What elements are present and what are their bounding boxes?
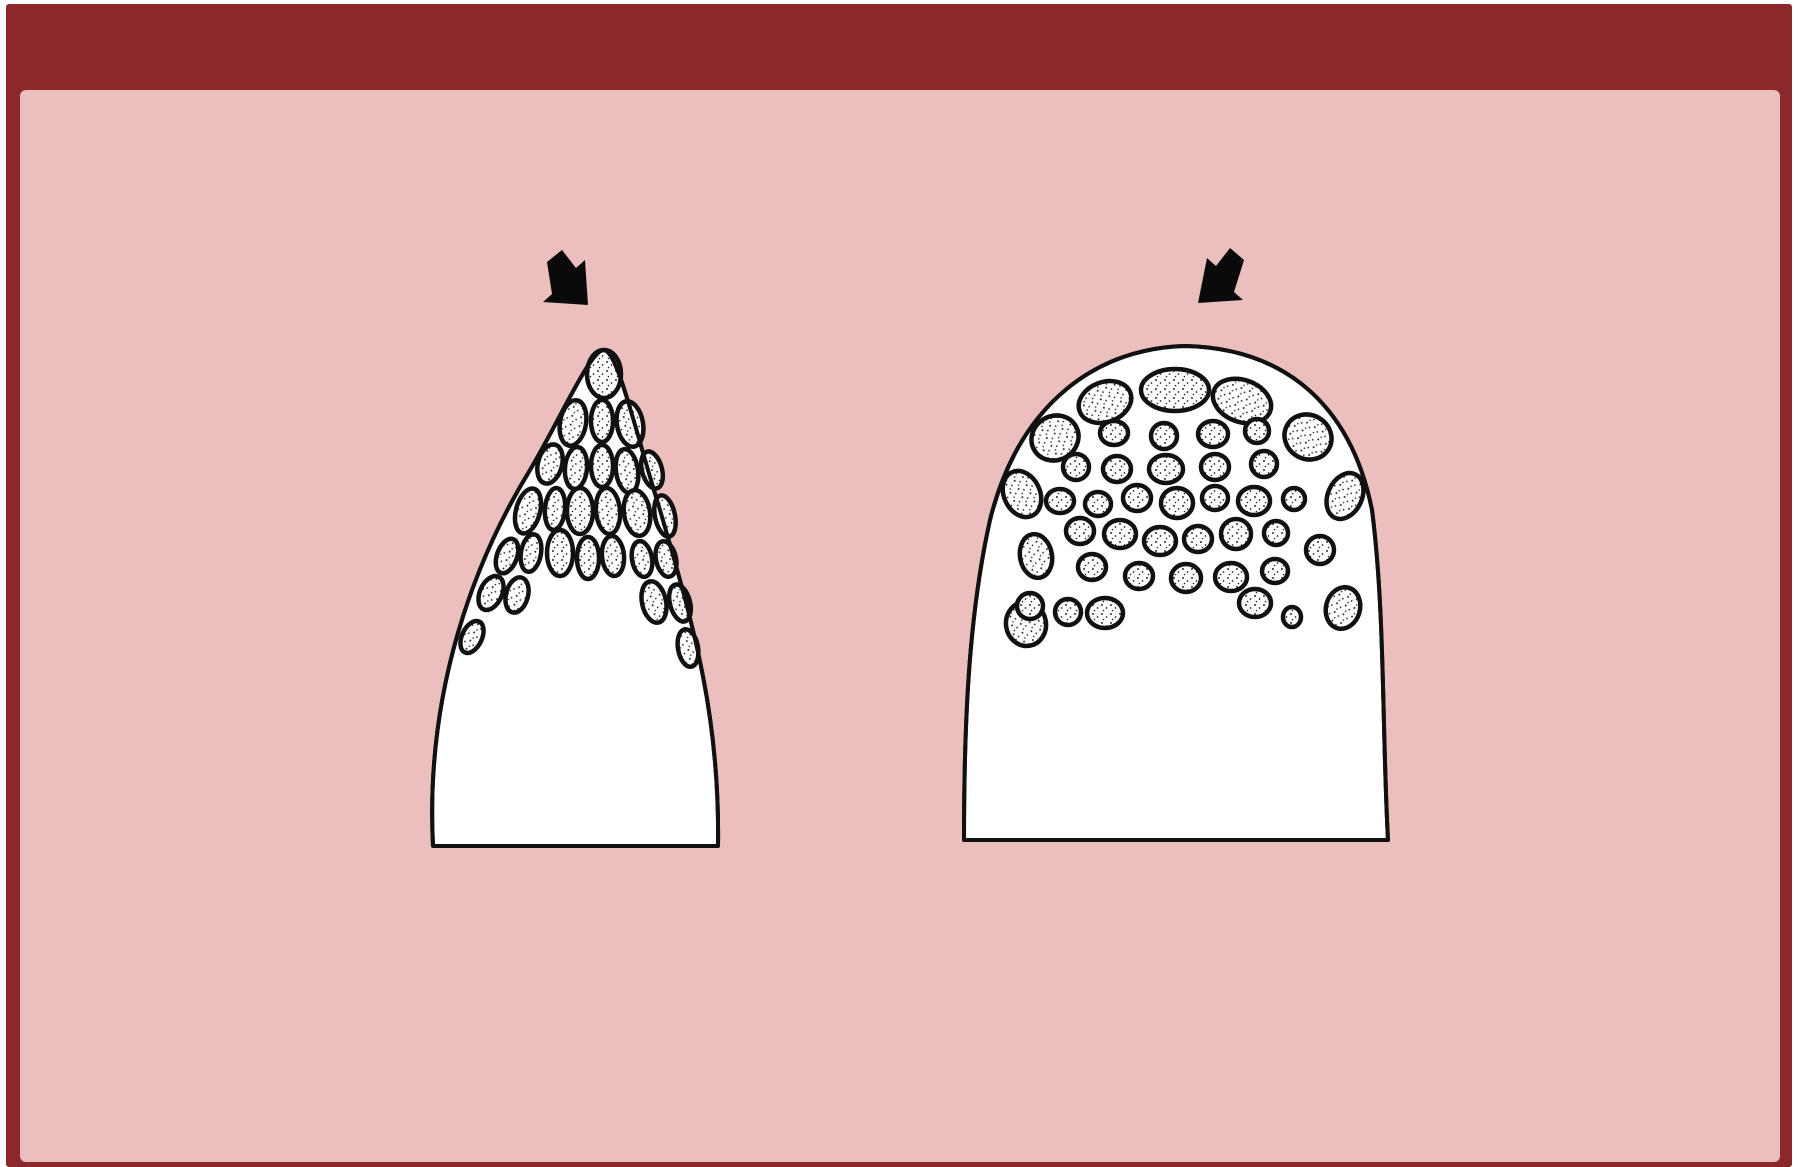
rounded-apex-cell (1063, 454, 1089, 480)
pointed-apex-cell (547, 530, 573, 576)
rounded-apex-cell (1100, 421, 1128, 445)
rounded-apex-cell (1141, 369, 1209, 411)
pointed-apex-cell (591, 445, 613, 487)
rounded-apex-cell (1283, 488, 1305, 510)
rounded-apex-cell (1202, 486, 1228, 510)
figure-frame (6, 4, 1792, 1167)
pointed-apex-figure (432, 250, 718, 846)
pointed-apex-cell (567, 488, 593, 534)
rounded-apex-cell (1264, 521, 1288, 545)
rounded-apex-cell (1239, 589, 1271, 617)
rounded-apex-cell (1055, 599, 1081, 625)
pointed-apex-cell (600, 535, 625, 577)
rounded-apex-cell (1046, 489, 1074, 513)
pointed-apex-cell (543, 487, 567, 531)
header-bar (6, 4, 1792, 88)
rounded-apex-cell (1123, 485, 1151, 511)
rounded-apex-cell (1144, 527, 1176, 555)
rounded-apex-cell (1087, 598, 1123, 628)
rounded-apex-cell (1262, 559, 1288, 583)
rounded-apex-cell (1151, 423, 1177, 449)
arrow-down-left-icon (1198, 248, 1244, 303)
arrow-down-right-icon (543, 250, 588, 305)
rounded-apex-cell (1306, 536, 1334, 564)
rounded-apex-cell (1283, 607, 1301, 627)
pointed-apex-cell (591, 400, 613, 442)
rounded-apex-cell (1201, 454, 1229, 480)
apex-diagram (20, 90, 1780, 1162)
pointed-apex-cell (577, 537, 599, 579)
rounded-apex-cell (1198, 421, 1228, 447)
rounded-apex-cell (1238, 487, 1270, 515)
rounded-apex-cell (1149, 455, 1183, 483)
rounded-apex-cell (1078, 554, 1106, 580)
rounded-apex-cell (1103, 456, 1131, 482)
rounded-apex-cell (1171, 564, 1201, 592)
rounded-apex-cell (1125, 563, 1153, 589)
rounded-apex-cell (1215, 563, 1247, 591)
rounded-apex-cell (1221, 519, 1251, 549)
rounded-apex-cell (1104, 520, 1136, 548)
rounded-apex-cell (1245, 419, 1269, 443)
pointed-apex-cell (563, 446, 589, 490)
rounded-apex-cell (1066, 518, 1094, 544)
rounded-apex-cell (1017, 593, 1043, 619)
rounded-apex-cell (1161, 488, 1193, 518)
rounded-apex-figure (964, 248, 1388, 840)
rounded-apex-cell (1085, 492, 1111, 516)
figure-panel (20, 90, 1780, 1162)
rounded-apex-cell (1184, 526, 1212, 552)
rounded-apex-cell (1251, 451, 1277, 477)
